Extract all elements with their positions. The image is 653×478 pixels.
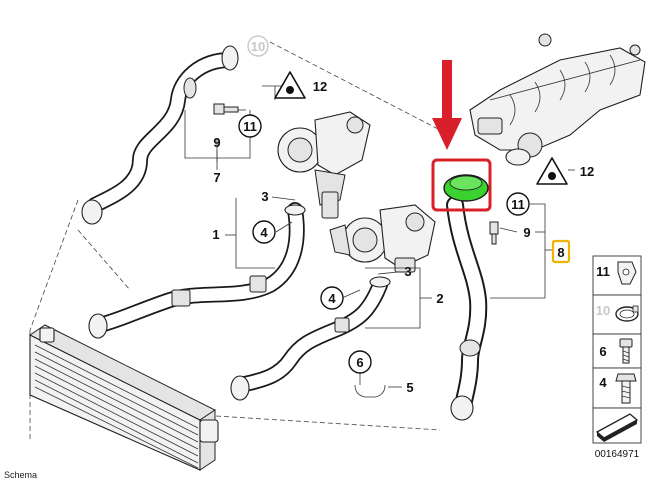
callout-12-upper: 12 [313,79,327,94]
warning-triangle-icon [536,157,568,185]
legend-label-4: 4 [599,375,607,390]
svg-text:10: 10 [251,39,265,54]
callout-12-right: 12 [580,164,594,179]
callout-1: 1 [212,227,219,242]
callout-3-lower: 3 [404,264,411,279]
caption: Schema [4,470,37,478]
callout-4-lower: 4 [320,286,344,310]
svg-text:6: 6 [356,355,363,370]
callout-6: 6 [348,350,372,374]
callout-3-upper: 3 [261,189,268,204]
clamp-icon [615,305,639,322]
svg-text:11: 11 [511,197,525,212]
seal-ring-highlighted [443,174,489,202]
hose-part-1 [88,202,306,339]
callout-10: 10 [247,35,269,57]
legend-label-11: 11 [596,264,610,279]
down-arrow-icon [432,60,462,150]
intake-manifold [469,33,646,166]
svg-text:4: 4 [260,225,268,240]
callout-9-upper: 9 [213,135,220,150]
turbocharger-lower [329,204,436,273]
callout-11-upper: 11 [238,114,262,138]
svg-text:11: 11 [243,119,257,134]
callout-8: 8 [551,239,571,264]
svg-text:8: 8 [557,245,564,260]
callout-11-right: 11 [506,192,530,216]
bracket-icon [617,261,637,285]
highlight-box [431,158,492,212]
callout-2: 2 [436,291,443,306]
diagram-number: 00164971 [595,449,640,460]
sensor-upper [213,103,246,115]
wedge-icon [595,413,639,442]
intercooler [29,324,219,471]
turbocharger-upper [277,111,371,219]
legend-label-6: 6 [599,344,606,359]
bolt-icon [619,338,633,364]
svg-text:4: 4 [328,291,336,306]
bolt-icon [615,373,637,404]
upper-left-hose [81,45,239,225]
sensor-right [489,221,499,245]
callout-5: 5 [406,380,413,395]
leader-lines [184,85,575,388]
parts-legend: 11 10 6 4 [592,255,642,444]
callout-4-upper: 4 [252,220,276,244]
main-charge-hose [446,196,488,421]
callout-7: 7 [213,170,220,185]
legend-label-10: 10 [596,303,610,318]
warning-triangle-icon [274,71,306,99]
callout-9-right: 9 [523,225,530,240]
hose-part-2 [230,276,391,401]
clamp-part [354,384,386,398]
